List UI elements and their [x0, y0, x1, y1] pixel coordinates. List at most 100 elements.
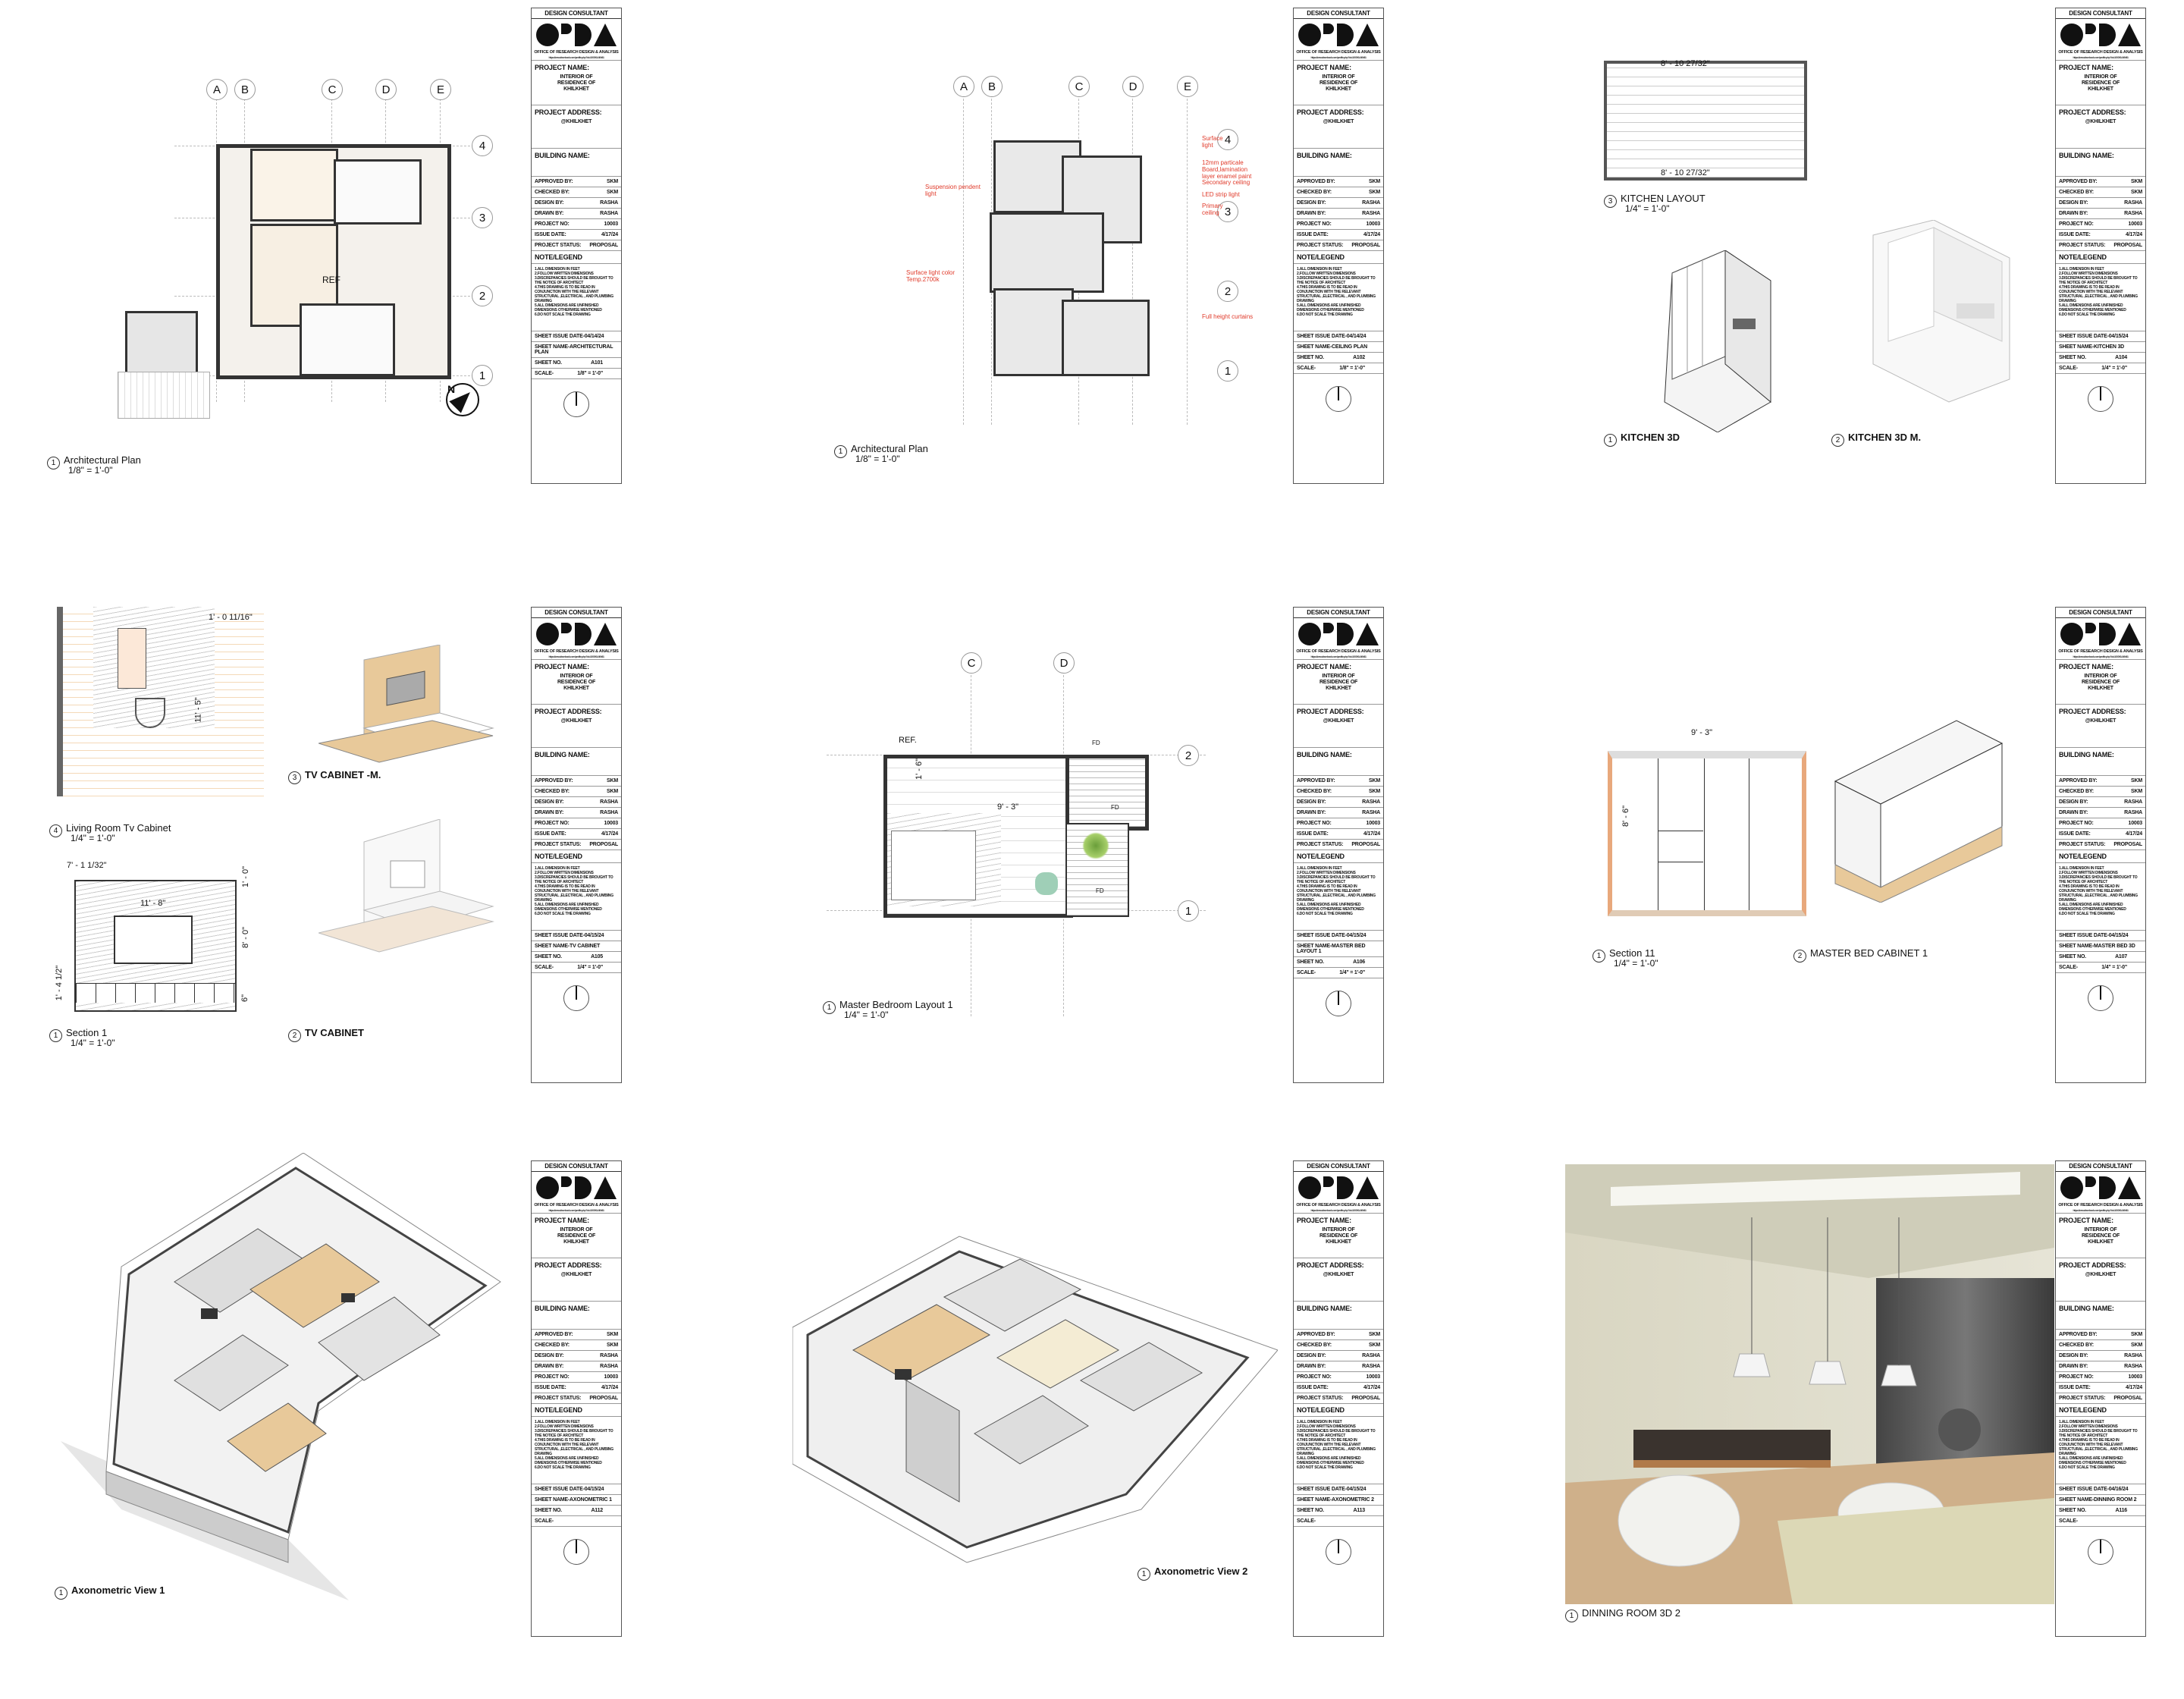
- master-bedroom-layout-drawing: C D 2 1 REF. FD FD FD 9' - 3" 1' - 6" 1 …: [762, 599, 1285, 1115]
- design-by-row: DESIGN BY:RASHA: [532, 198, 621, 209]
- design-by-label: DESIGN BY:: [2059, 200, 2088, 206]
- design-consultant-header: DESIGN CONSULTANT: [532, 608, 621, 618]
- issue-date-label: ISSUE DATE:: [535, 232, 566, 237]
- sheet-name: SHEET NAME-CEILING PLAN: [1297, 344, 1368, 350]
- design-by-value: RASHA: [600, 799, 618, 805]
- sheet-name: SHEET NAME-MASTER BED LAYOUT 1: [1297, 944, 1366, 954]
- grid-bubble-1: 1: [1178, 900, 1199, 922]
- orda-logo: [1294, 19, 1383, 49]
- grid-bubble-b: B: [234, 79, 256, 100]
- scale-label: SCALE-: [2059, 366, 2078, 371]
- note-legend-label: NOTE/LEGEND: [535, 253, 582, 261]
- checked-by-label: CHECKED BY:: [1297, 789, 1332, 794]
- kitchen-dim-top: 8' - 10 27/32": [1661, 59, 1710, 68]
- project-name-block: PROJECT NAME: INTERIOR OF RESIDENCE OF K…: [532, 1214, 621, 1258]
- checked-by-label: CHECKED BY:: [2059, 190, 2094, 195]
- organization-url: https://www.facebook.com/profile.php?id=…: [2056, 1208, 2145, 1214]
- view-number: 3: [1604, 195, 1617, 208]
- checked-by-value: SKM: [1369, 1343, 1380, 1348]
- grid-bubble-3: 3: [1217, 201, 1238, 222]
- project-name-label: PROJECT NAME:: [1297, 663, 1351, 670]
- issue-date-value: 4/17/24: [601, 232, 618, 237]
- project-no-value: 10003: [1366, 1374, 1381, 1380]
- scale-row: SCALE-1/8" = 1'-0": [1294, 363, 1383, 374]
- project-status-row: PROJECT STATUS:PROPOSAL: [2056, 240, 2145, 251]
- drawn-by-row: DRAWN BY:RASHA: [2056, 1361, 2145, 1372]
- approved-by-label: APPROVED BY:: [1297, 1332, 1335, 1337]
- note-legend-row: NOTE/LEGEND: [2056, 850, 2145, 863]
- checked-by-label: CHECKED BY:: [535, 1343, 570, 1348]
- terrace: [118, 372, 210, 419]
- project-name-value: INTERIOR OF RESIDENCE OF KHILKHET: [2081, 1227, 2120, 1245]
- notes-text: 1.ALL DIMENSION IN FEET 2.FOLLOW WRITTEN…: [535, 267, 613, 317]
- checked-by-label: CHECKED BY:: [2059, 1343, 2094, 1348]
- issue-date-label: ISSUE DATE:: [2059, 831, 2091, 837]
- url-text: https://www.facebook.com/profile.php?id=…: [2073, 655, 2129, 658]
- logo-o-shape-icon: [2060, 24, 2083, 46]
- logo-a-shape-icon: [2117, 623, 2141, 645]
- design-by-value: RASHA: [2124, 1353, 2142, 1358]
- organization-text: OFFICE OF RESEARCH DESIGN & ANALYSIS: [2058, 649, 2143, 654]
- scale-row: SCALE-1/4" = 1'-0": [532, 963, 621, 973]
- design-consultant-header: DESIGN CONSULTANT: [532, 8, 621, 19]
- dim-1-6: 1' - 6": [915, 758, 924, 780]
- view-name: Axonometric View 1: [71, 1584, 165, 1596]
- logo-r-shape-icon: [2085, 623, 2097, 633]
- project-status-label: PROJECT STATUS:: [1297, 1396, 1344, 1401]
- grid-bubble-e: E: [430, 79, 451, 100]
- project-no-label: PROJECT NO:: [1297, 1374, 1332, 1380]
- issue-date-label: ISSUE DATE:: [535, 831, 566, 837]
- view-number: 1: [1138, 1568, 1150, 1581]
- scale-value: 1/4" = 1'-0": [2101, 366, 2127, 371]
- organization-name: OFFICE OF RESEARCH DESIGN & ANALYSIS: [1294, 649, 1383, 655]
- view-title-tv-cabinet: 2 TV CABINET: [288, 1028, 364, 1042]
- notes-block: 1.ALL DIMENSION IN FEET 2.FOLLOW WRITTEN…: [532, 1417, 621, 1484]
- grid-bubble-1: 1: [472, 365, 493, 386]
- project-name-label: PROJECT NAME:: [2059, 64, 2113, 71]
- project-name-value: INTERIOR OF RESIDENCE OF KHILKHET: [557, 74, 596, 92]
- project-no-value: 10003: [604, 1374, 619, 1380]
- view-name: Architectural Plan: [64, 454, 141, 466]
- header-text: DESIGN CONSULTANT: [1307, 609, 1370, 616]
- project-status-label: PROJECT STATUS:: [1297, 243, 1344, 248]
- logo-r-shape-icon: [2085, 1176, 2097, 1187]
- header-text: DESIGN CONSULTANT: [544, 1163, 608, 1170]
- sheet-issue-date-row: SHEET ISSUE DATE-04/15/24: [2056, 331, 2145, 342]
- annotation-full-height-curtains: Full height curtains: [1202, 313, 1254, 320]
- view-number: 2: [1831, 434, 1844, 447]
- view-title-kitchen-3d-m: 2 KITCHEN 3D M.: [1831, 432, 1921, 447]
- sheet-no-value: A107: [2115, 954, 2127, 959]
- sheet-a112: 1 Axonometric View 1 DESIGN CONSULTANT O…: [0, 1153, 728, 1699]
- master-bedroom: [883, 755, 1073, 918]
- approved-by-row: APPROVED BY:SKM: [1294, 776, 1383, 787]
- issue-date-row: ISSUE DATE:4/17/24: [532, 1383, 621, 1393]
- project-address-label: PROJECT ADDRESS:: [1297, 108, 1364, 116]
- sheet-name: SHEET NAME-AXONOMETRIC 1: [535, 1497, 612, 1503]
- organization-name: OFFICE OF RESEARCH DESIGN & ANALYSIS: [532, 1202, 621, 1208]
- kitchen-3d-render: [1664, 250, 1771, 432]
- notes-text: 1.ALL DIMENSION IN FEET 2.FOLLOW WRITTEN…: [2059, 866, 2138, 916]
- notes-block: 1.ALL DIMENSION IN FEET 2.FOLLOW WRITTEN…: [532, 264, 621, 331]
- project-no-row: PROJECT NO:10003: [2056, 818, 2145, 829]
- view-scale: 1/8" = 1'-0": [855, 454, 900, 464]
- project-address-label: PROJECT ADDRESS:: [2059, 708, 2126, 715]
- design-by-label: DESIGN BY:: [1297, 200, 1326, 206]
- project-status-label: PROJECT STATUS:: [2059, 243, 2106, 248]
- project-no-row: PROJECT NO: 10003: [1294, 1372, 1383, 1383]
- issue-date-row: ISSUE DATE: 4/17/24: [532, 230, 621, 240]
- checked-by-row: CHECKED BY:SKM: [532, 187, 621, 198]
- url-text: https://www.facebook.com/profile.php?id=…: [548, 655, 604, 658]
- project-no-value: 10003: [2128, 221, 2143, 227]
- sheet-issue-date: SHEET ISSUE DATE-04/15/24: [1297, 933, 1367, 938]
- notes-block: 1.ALL DIMENSION IN FEET 2.FOLLOW WRITTEN…: [2056, 264, 2145, 331]
- dim-1-0-11-16: 1' - 0 11/16": [209, 613, 253, 622]
- project-address-value: @KHILKHET: [1323, 119, 1354, 124]
- logo-d-shape-icon: [2098, 1176, 2116, 1199]
- fd-label-2: FD: [1111, 804, 1119, 811]
- design-by-label: DESIGN BY:: [535, 1353, 564, 1358]
- logo-a-shape-icon: [593, 24, 617, 46]
- grid-bubble-d: D: [375, 79, 397, 100]
- project-address-value: @KHILKHET: [2085, 119, 2117, 124]
- annotation-particle-board: 12mm particale Board,lamination layer en…: [1202, 159, 1252, 180]
